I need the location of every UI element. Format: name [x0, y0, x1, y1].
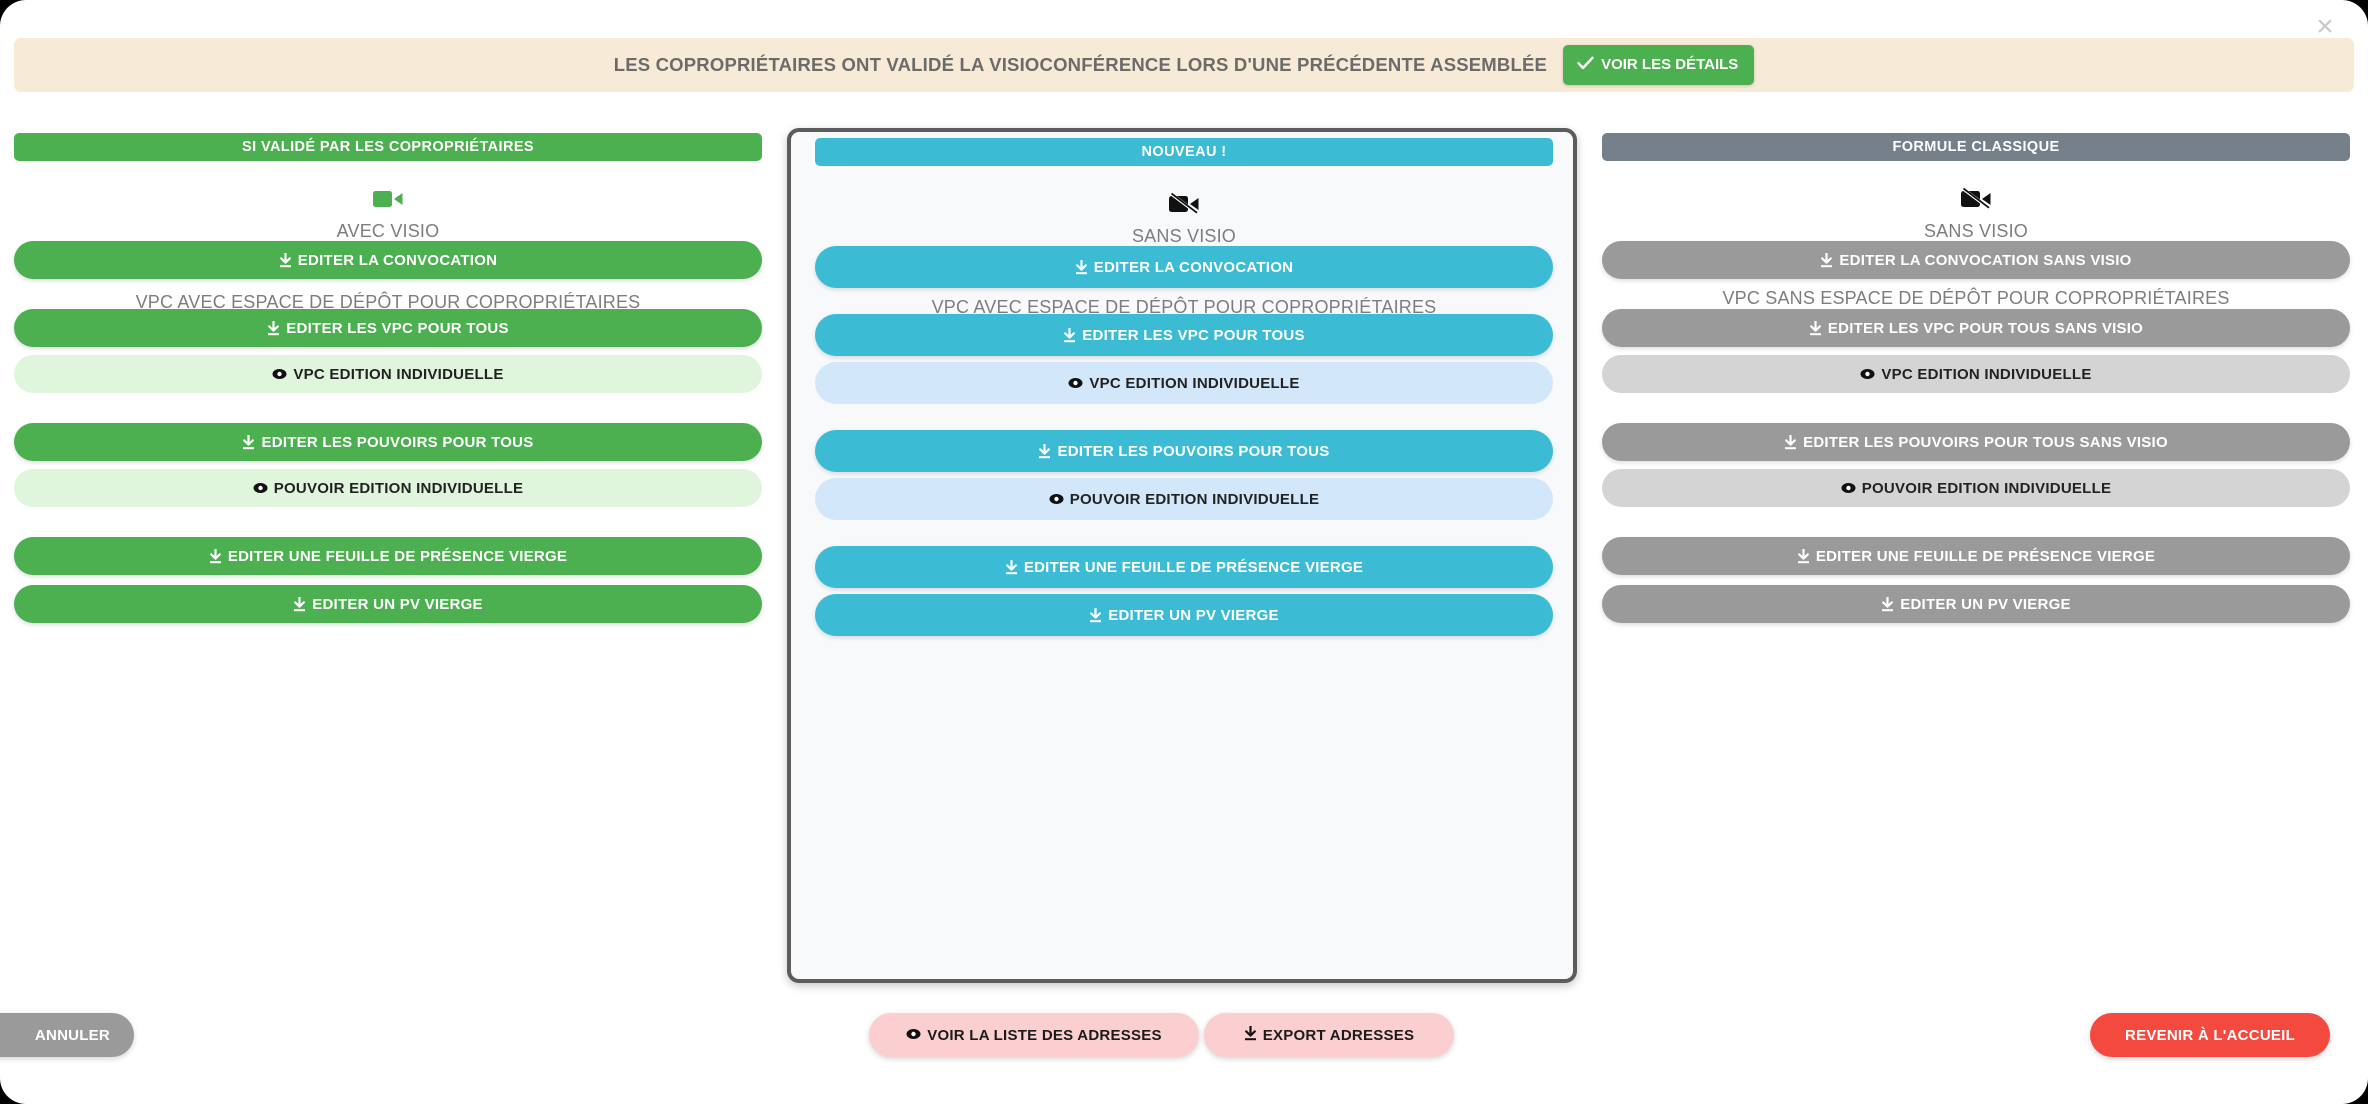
btn-label: EDITER LES POUVOIRS POUR TOUS: [1057, 442, 1330, 460]
download-icon: [293, 596, 306, 612]
eye-icon: [1860, 368, 1875, 380]
right-btn-feuille-de-presence-vierge[interactable]: EDITER UNE FEUILLE DE PRÉSENCE VIERGE: [1602, 537, 2350, 575]
download-icon: [242, 434, 255, 450]
info-banner: LES COPROPRIÉTAIRES ONT VALIDÉ LA VISIOC…: [14, 38, 2354, 92]
voir-liste-adresses-label: VOIR LA LISTE DES ADRESSES: [927, 1026, 1162, 1044]
btn-label: EDITER UNE FEUILLE DE PRÉSENCE VIERGE: [1023, 558, 1364, 576]
column-right-header: FORMULE CLASSIQUE: [1602, 133, 2350, 161]
column-formule-classique: FORMULE CLASSIQUE SANS VISIO VPC SANS ES…: [1602, 133, 2350, 623]
export-adresses-label: EXPORT ADRESSES: [1262, 1026, 1415, 1044]
left-btn-vpc-edition-individuelle[interactable]: VPC EDITION INDIVIDUELLE: [14, 355, 762, 393]
download-icon: [1244, 1024, 1257, 1045]
download-icon: [1038, 443, 1051, 459]
download-icon: [1075, 259, 1088, 275]
btn-label: EDITER LES VPC POUR TOUS: [1082, 326, 1305, 344]
download-icon: [1820, 252, 1833, 268]
btn-label: POUVOIR EDITION INDIVIDUELLE: [1861, 479, 2112, 497]
btn-label: EDITER LES POUVOIRS POUR TOUS: [261, 433, 534, 451]
left-btn-editer-les-vpc-pour-tous[interactable]: EDITER LES VPC POUR TOUS: [14, 309, 762, 347]
download-icon: [209, 548, 222, 564]
right-btn-editer-les-vpc-pour-tous-sans-visio[interactable]: EDITER LES VPC POUR TOUS SANS VISIO: [1602, 309, 2350, 347]
btn-label: VPC EDITION INDIVIDUELLE: [1881, 365, 2092, 383]
eye-icon: [253, 482, 268, 494]
download-icon: [279, 252, 292, 268]
video-camera-off-icon: [1169, 191, 1199, 219]
column-center-header: NOUVEAU !: [815, 138, 1553, 166]
left-btn-editer-la-convocation[interactable]: EDITER LA CONVOCATION: [14, 241, 762, 279]
column-left-vpc-label: VPC AVEC ESPACE DE DÉPÔT POUR COPROPRIÉT…: [135, 292, 641, 312]
column-center: NOUVEAU ! SANS VISIO VPC AVEC ESPACE DE …: [815, 138, 1553, 636]
eye-icon: [1068, 377, 1083, 389]
column-si-valide: SI VALIDÉ PAR LES COPROPRIÉTAIRES AVEC V…: [14, 133, 762, 623]
column-center-vpc-label: VPC AVEC ESPACE DE DÉPÔT POUR COPROPRIÉT…: [931, 297, 1437, 317]
download-icon: [1063, 327, 1076, 343]
column-center-visio-label: SANS VISIO: [1131, 226, 1237, 246]
left-btn-feuille-de-presence-vierge[interactable]: EDITER UNE FEUILLE DE PRÉSENCE VIERGE: [14, 537, 762, 575]
banner-text: LES COPROPRIÉTAIRES ONT VALIDÉ LA VISIOC…: [613, 54, 1548, 75]
btn-label: POUVOIR EDITION INDIVIDUELLE: [1069, 490, 1320, 508]
btn-label: EDITER LES VPC POUR TOUS: [286, 319, 509, 337]
btn-label: EDITER UNE FEUILLE DE PRÉSENCE VIERGE: [227, 547, 568, 565]
download-icon: [1797, 548, 1810, 564]
download-icon: [1809, 320, 1822, 336]
revenir-accueil-label: REVENIR À L'ACCUEIL: [2125, 1026, 2295, 1044]
btn-label: EDITER LA CONVOCATION: [1093, 258, 1294, 276]
center-btn-editer-les-pouvoirs-pour-tous[interactable]: EDITER LES POUVOIRS POUR TOUS: [815, 430, 1553, 472]
revenir-accueil-button[interactable]: REVENIR À L'ACCUEIL: [2090, 1013, 2330, 1057]
close-icon[interactable]: ×: [2316, 10, 2334, 43]
cancel-label: ANNULER: [34, 1026, 110, 1044]
column-left-header: SI VALIDÉ PAR LES COPROPRIÉTAIRES: [14, 133, 762, 161]
btn-label: POUVOIR EDITION INDIVIDUELLE: [273, 479, 524, 497]
video-camera-off-icon: [1961, 186, 1991, 214]
left-btn-editer-les-pouvoirs-pour-tous[interactable]: EDITER LES POUVOIRS POUR TOUS: [14, 423, 762, 461]
column-left-mode: AVEC VISIO VPC AVEC ESPACE DE DÉPÔT POUR…: [14, 161, 762, 313]
left-btn-editer-un-pv-vierge[interactable]: EDITER UN PV VIERGE: [14, 585, 762, 623]
right-btn-editer-un-pv-vierge[interactable]: EDITER UN PV VIERGE: [1602, 585, 2350, 623]
video-camera-icon: [373, 191, 403, 214]
eye-icon: [1049, 493, 1064, 505]
center-btn-feuille-de-presence-vierge[interactable]: EDITER UNE FEUILLE DE PRÉSENCE VIERGE: [815, 546, 1553, 588]
center-btn-vpc-edition-individuelle[interactable]: VPC EDITION INDIVIDUELLE: [815, 362, 1553, 404]
btn-label: EDITER LES POUVOIRS POUR TOUS SANS VISIO: [1803, 433, 2168, 451]
right-btn-editer-les-pouvoirs-pour-tous-sans-visio[interactable]: EDITER LES POUVOIRS POUR TOUS SANS VISIO: [1602, 423, 2350, 461]
export-adresses-button[interactable]: EXPORT ADRESSES: [1204, 1013, 1454, 1057]
voir-les-details-label: VOIR LES DÉTAILS: [1601, 56, 1739, 73]
column-right-mode: SANS VISIO VPC SANS ESPACE DE DÉPÔT POUR…: [1602, 161, 2350, 309]
column-left-visio-label: AVEC VISIO: [336, 221, 440, 241]
download-icon: [267, 320, 280, 336]
right-btn-editer-la-convocation-sans-visio[interactable]: EDITER LA CONVOCATION SANS VISIO: [1602, 241, 2350, 279]
btn-label: EDITER LES VPC POUR TOUS SANS VISIO: [1827, 319, 2144, 337]
column-center-mode: SANS VISIO VPC AVEC ESPACE DE DÉPÔT POUR…: [815, 166, 1553, 318]
right-btn-vpc-edition-individuelle[interactable]: VPC EDITION INDIVIDUELLE: [1602, 355, 2350, 393]
download-icon: [1784, 434, 1797, 450]
check-icon: [1577, 56, 1594, 73]
center-btn-pouvoir-edition-individuelle[interactable]: POUVOIR EDITION INDIVIDUELLE: [815, 478, 1553, 520]
download-icon: [1881, 596, 1894, 612]
column-right-vpc-label: VPC SANS ESPACE DE DÉPÔT POUR COPROPRIÉT…: [1722, 288, 2230, 308]
eye-icon: [1841, 482, 1856, 494]
btn-label: EDITER UNE FEUILLE DE PRÉSENCE VIERGE: [1815, 547, 2156, 565]
right-btn-pouvoir-edition-individuelle[interactable]: POUVOIR EDITION INDIVIDUELLE: [1602, 469, 2350, 507]
btn-label: VPC EDITION INDIVIDUELLE: [1089, 374, 1300, 392]
btn-label: EDITER LA CONVOCATION SANS VISIO: [1839, 251, 2132, 269]
column-right-visio-label: SANS VISIO: [1923, 221, 2029, 241]
download-icon: [1005, 559, 1018, 575]
download-icon: [1089, 607, 1102, 623]
column-nouveau-card: NOUVEAU ! SANS VISIO VPC AVEC ESPACE DE …: [787, 128, 1577, 983]
btn-label: EDITER LA CONVOCATION: [297, 251, 498, 269]
btn-label: EDITER UN PV VIERGE: [312, 595, 483, 613]
btn-label: EDITER UN PV VIERGE: [1900, 595, 2071, 613]
eye-icon: [272, 368, 287, 380]
btn-label: EDITER UN PV VIERGE: [1108, 606, 1279, 624]
voir-les-details-button[interactable]: VOIR LES DÉTAILS: [1563, 45, 1755, 85]
eye-icon: [906, 1027, 921, 1044]
left-btn-pouvoir-edition-individuelle[interactable]: POUVOIR EDITION INDIVIDUELLE: [14, 469, 762, 507]
cancel-button[interactable]: ANNULER: [0, 1013, 134, 1057]
center-btn-editer-les-vpc-pour-tous[interactable]: EDITER LES VPC POUR TOUS: [815, 314, 1553, 356]
voir-liste-adresses-button[interactable]: VOIR LA LISTE DES ADRESSES: [869, 1013, 1199, 1057]
btn-label: VPC EDITION INDIVIDUELLE: [293, 365, 504, 383]
center-btn-editer-un-pv-vierge[interactable]: EDITER UN PV VIERGE: [815, 594, 1553, 636]
center-btn-editer-la-convocation[interactable]: EDITER LA CONVOCATION: [815, 246, 1553, 288]
